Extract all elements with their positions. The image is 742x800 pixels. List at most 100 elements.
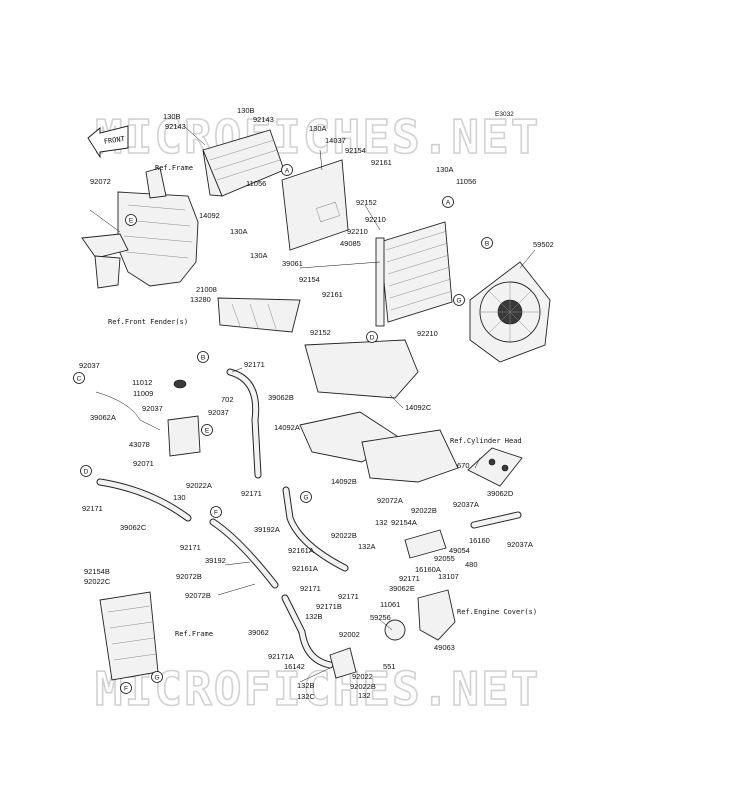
frame-top-assembly [81,167,199,289]
svg-text:B: B [485,241,489,248]
part-label: 92154 [345,146,366,155]
part-label: 130A [230,227,248,236]
part-label: 92210 [365,215,386,224]
part-label: 43078 [129,440,150,449]
part-label: 92171 [300,584,321,593]
part-label: 670 [457,461,470,470]
part-label: 39061 [282,259,303,268]
watermark-bottom: MICROFICHES.NET [95,662,540,716]
part-label: 49085 [340,239,361,248]
svg-text:C: C [77,376,82,383]
part-label: 92171A [268,652,294,661]
part-label: 92154A [391,518,417,527]
part-label: 92072B [176,572,202,581]
part-label: 11009 [133,389,153,398]
part-labels: 130B 130B 92143 92143 130A 14037 92154 9… [79,106,554,701]
part-label: 13107 [438,572,459,581]
part-label: 13280 [190,295,211,304]
svg-text:G: G [154,675,159,682]
svg-text:E: E [129,218,134,225]
part-label: 14092B [331,477,357,486]
part-label: 92210 [417,329,438,338]
part-label: 130B [163,112,181,121]
callout-g-3: G [151,671,163,683]
svg-text:A: A [446,200,451,207]
part-label: 11012 [132,378,152,387]
svg-text:B: B [201,355,205,362]
insulator-14092b [361,429,459,483]
part-label: 92022B [350,682,376,691]
part-label: 92161 [322,290,343,299]
part-label: 92171 [399,574,420,583]
callout-f-1: F [210,506,222,518]
callout-f-2: F [120,682,132,694]
part-label: 92022B [411,506,437,515]
cylinder-head-part [467,447,523,487]
part-label: 132 [358,691,371,700]
svg-text:F: F [124,686,128,693]
leader-lines [184,126,536,683]
part-label: 92171 [82,504,103,513]
part-label: 551 [383,662,396,671]
part-label: 14092 [199,211,220,220]
part-label: 21008 [196,285,217,294]
part-label: 132B [305,612,323,621]
part-label: 132A [358,542,376,551]
ref-front-fender: Ref.Front Fender(s) [108,318,188,326]
part-label: 92171 [244,360,265,369]
part-label: 14092A [274,423,300,432]
water-pump-assembly [329,529,456,679]
svg-text:G: G [456,298,461,305]
part-label: 11056 [246,179,266,188]
part-label: 14037 [325,136,346,145]
part-label: 16160 [469,536,490,545]
part-label: 92022A [186,481,212,490]
part-label: 92161A [292,564,318,573]
svg-text:E: E [205,428,210,435]
callout-e-1: E [125,214,137,226]
part-label: 92022C [84,577,111,586]
part-label: 130A [250,251,268,260]
part-label: 702 [221,395,234,404]
part-label: 92152 [310,328,331,337]
part-label: 92171B [316,602,342,611]
part-label: 39062A [90,413,116,422]
part-label: 11056 [456,177,476,186]
part-label: 92037 [208,408,229,417]
ref-frame-bottom: Ref.Frame [175,630,213,638]
callout-b-1: B [481,237,493,249]
callout-d-2: D [80,465,92,477]
callout-b-2: B [197,351,209,363]
part-label: 92154 [299,275,320,284]
fan-59502 [469,261,551,363]
part-label: 92171 [180,543,201,552]
part-label: 39062C [120,523,147,532]
part-label: 49054 [449,546,470,555]
part-label: 130B [237,106,255,115]
callout-g-2: G [300,491,312,503]
part-label: 92072A [377,496,403,505]
part-label: 92002 [339,630,360,639]
part-label: 130A [309,124,327,133]
rod-92072 [89,209,121,233]
part-label: 92143 [165,122,186,131]
svg-text:D: D [84,469,89,476]
part-label: 39062E [389,584,415,593]
part-label: 92022B [331,531,357,540]
part-label: 92071 [133,459,154,468]
part-label: 92161A [288,546,314,555]
insulator-14092c [304,339,419,399]
part-label: 16160A [415,565,441,574]
part-label: 16142 [284,662,305,671]
part-label: 132B [297,681,315,690]
callout-a-1: A [281,164,293,176]
reservoir-43078 [167,379,201,457]
part-label: 49063 [434,643,455,652]
part-label: 132 [375,518,388,527]
callout-g-1: G [453,294,465,306]
part-label: 92072 [90,177,111,186]
part-label: 39192 [205,556,226,565]
part-label: 92037A [453,500,479,509]
part-label: 92037 [79,361,100,370]
